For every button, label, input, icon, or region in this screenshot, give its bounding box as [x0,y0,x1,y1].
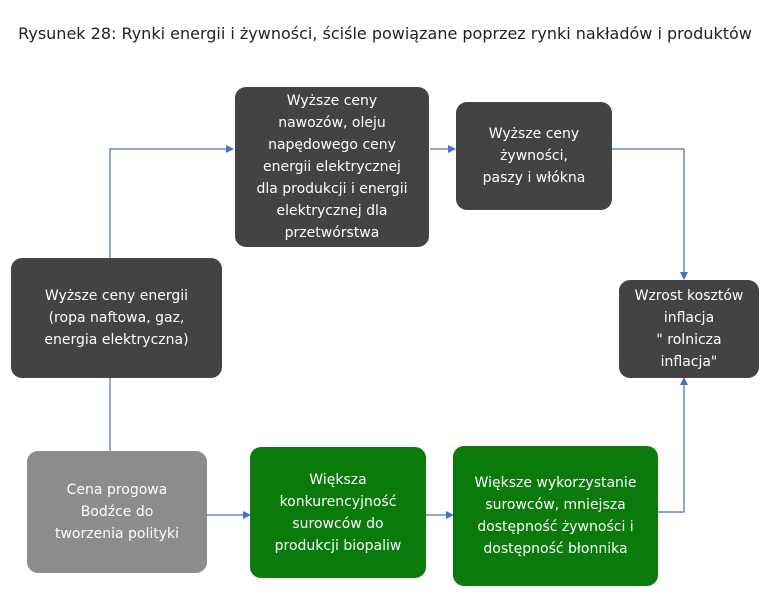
node-competition-label: Większa konkurencyjność surowców do prod… [274,471,402,554]
node-cost-inflation: Wzrost kosztów inflacja " rolnicza infla… [619,280,759,378]
node-threshold-price: Cena progowa Bodźce do tworzenia polityk… [27,451,207,573]
node-energy-prices: Wyższe ceny energii (ropa naftowa, gaz, … [11,258,222,378]
figure-title: Rysunek 28: Rynki energii i żywności, śc… [18,24,752,43]
arrow-food-to-costs [612,148,688,280]
node-fertilizer-label: Wyższe ceny nawozów, oleju napędowego ce… [256,93,408,241]
node-biofuel-competition: Większa konkurencyjność surowców do prod… [250,447,426,578]
arrow-energy-to-fertilizer [109,145,234,258]
node-use-label: Większe wykorzystanie surowców, mniejsza… [474,475,637,557]
node-feedstock-use: Większe wykorzystanie surowców, mniejsza… [453,446,658,586]
node-costs-label: Wzrost kosztów inflacja " rolnicza infla… [634,288,744,370]
node-food-prices: Wyższe ceny żywności, paszy i włókna [456,102,612,210]
node-food-label: Wyższe ceny żywności, paszy i włókna [482,126,586,186]
node-threshold-label: Cena progowa Bodźce do tworzenia polityk… [54,482,180,542]
arrow-use-to-costs [658,377,688,513]
node-fertilizer-prices: Wyższe ceny nawozów, oleju napędowego ce… [235,87,429,247]
node-energy-label: Wyższe ceny energii (ropa naftowa, gaz, … [44,288,189,348]
